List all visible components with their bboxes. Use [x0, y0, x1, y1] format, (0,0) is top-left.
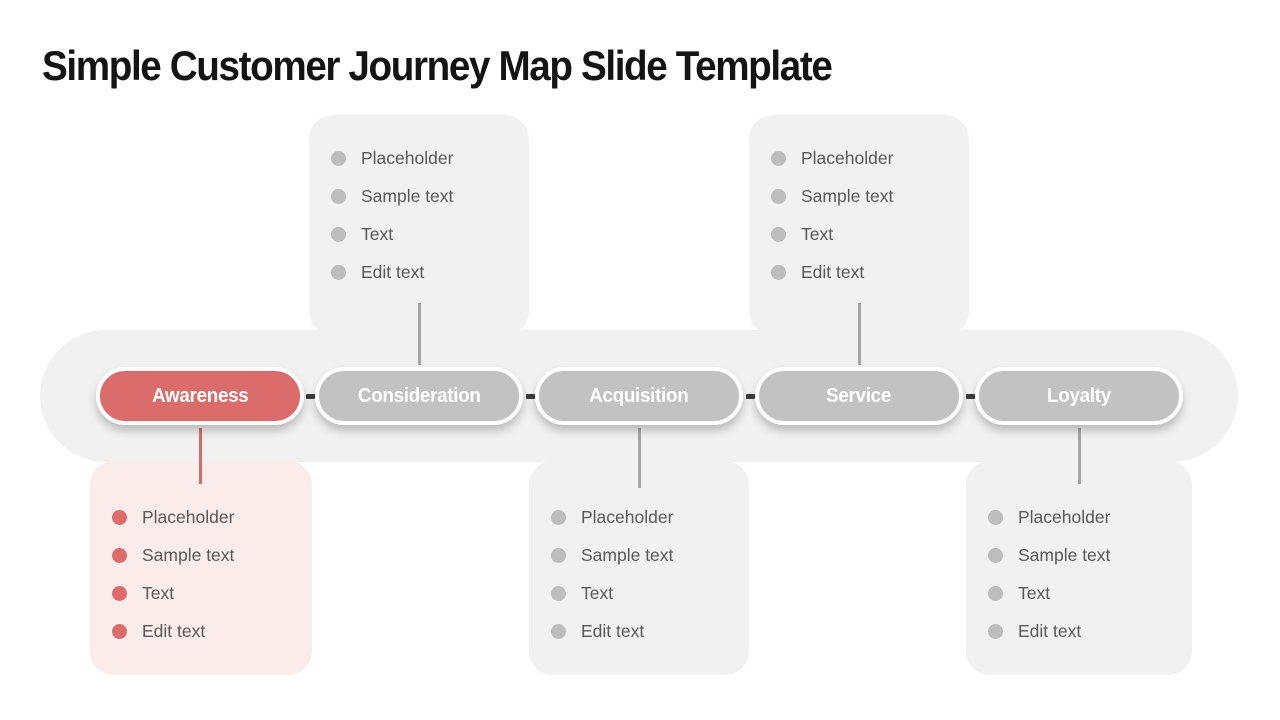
stage-pill-loyalty[interactable]: Loyalty — [975, 367, 1183, 425]
list-item: Edit text — [551, 612, 749, 650]
list-item: Text — [551, 574, 749, 612]
list-item-label: Text — [361, 223, 394, 244]
list-item-label: Text — [801, 223, 834, 244]
bullet-dot-icon — [551, 509, 566, 525]
panel-acquisition: Placeholder Sample text Text Edit text — [529, 461, 749, 675]
list-item-label: Edit text — [801, 261, 865, 282]
dash-connector-icon — [966, 394, 975, 399]
dash-connector-icon — [526, 394, 535, 399]
list-item-label: Placeholder — [142, 506, 235, 527]
bullet-dot-icon — [771, 150, 786, 166]
connector-awareness — [199, 428, 202, 484]
list-item-label: Sample text — [581, 544, 674, 565]
bullet-dot-icon — [551, 585, 566, 601]
list-item: Sample text — [112, 536, 312, 574]
bullet-dot-icon — [112, 585, 127, 601]
panel-loyalty: Placeholder Sample text Text Edit text — [966, 461, 1192, 675]
stage-pill-label: Service — [826, 384, 892, 407]
list-item: Sample text — [331, 177, 529, 215]
list-item: Text — [988, 574, 1192, 612]
bullet-dot-icon — [988, 509, 1003, 525]
list-item: Placeholder — [331, 139, 529, 177]
bullet-dot-icon — [112, 509, 127, 525]
list-item: Sample text — [988, 536, 1192, 574]
bullet-dot-icon — [112, 547, 127, 563]
list-item: Text — [771, 215, 969, 253]
connector-consideration — [418, 303, 421, 365]
dash-connector-icon — [306, 394, 315, 399]
bullet-dot-icon — [988, 585, 1003, 601]
bullet-dot-icon — [771, 226, 786, 242]
list-item-label: Text — [581, 582, 614, 603]
panel-service-list: Placeholder Sample text Text Edit text — [749, 115, 969, 291]
list-item: Sample text — [551, 536, 749, 574]
stage-pill-awareness[interactable]: Awareness — [96, 367, 304, 425]
bullet-dot-icon — [771, 188, 786, 204]
list-item-label: Edit text — [142, 620, 206, 641]
panel-loyalty-list: Placeholder Sample text Text Edit text — [966, 461, 1192, 650]
bullet-dot-icon — [331, 188, 346, 204]
list-item: Edit text — [771, 253, 969, 291]
dash-connector-icon — [746, 394, 755, 399]
panel-acquisition-list: Placeholder Sample text Text Edit text — [529, 461, 749, 650]
bullet-dot-icon — [988, 623, 1003, 639]
stage-pill-label: Consideration — [357, 384, 481, 407]
list-item-label: Text — [142, 582, 175, 603]
bullet-dot-icon — [771, 264, 786, 280]
list-item: Placeholder — [771, 139, 969, 177]
panel-consideration-list: Placeholder Sample text Text Edit text — [309, 115, 529, 291]
list-item-label: Sample text — [142, 544, 235, 565]
stage-pill-acquisition[interactable]: Acquisition — [535, 367, 743, 425]
bullet-dot-icon — [112, 623, 127, 639]
panel-consideration: Placeholder Sample text Text Edit text — [309, 115, 529, 335]
page-title: Simple Customer Journey Map Slide Templa… — [42, 42, 833, 89]
list-item: Placeholder — [988, 498, 1192, 536]
list-item: Text — [112, 574, 312, 612]
stage-pill-label: Awareness — [151, 384, 249, 407]
panel-awareness-list: Placeholder Sample text Text Edit text — [90, 461, 312, 650]
bullet-dot-icon — [551, 623, 566, 639]
stage-pill-label: Acquisition — [589, 384, 689, 407]
list-item: Placeholder — [551, 498, 749, 536]
connector-loyalty — [1078, 428, 1081, 484]
list-item-label: Placeholder — [361, 147, 454, 168]
stage-pill-label: Loyalty — [1047, 384, 1111, 407]
list-item: Placeholder — [112, 498, 312, 536]
list-item-label: Placeholder — [581, 506, 674, 527]
stage-pill-service[interactable]: Service — [755, 367, 963, 425]
list-item-label: Text — [1018, 582, 1051, 603]
list-item: Edit text — [331, 253, 529, 291]
list-item: Edit text — [112, 612, 312, 650]
list-item-label: Sample text — [361, 185, 454, 206]
list-item-label: Placeholder — [1018, 506, 1111, 527]
list-item-label: Sample text — [801, 185, 894, 206]
list-item: Edit text — [988, 612, 1192, 650]
list-item: Sample text — [771, 177, 969, 215]
bullet-dot-icon — [988, 547, 1003, 563]
bullet-dot-icon — [331, 264, 346, 280]
list-item-label: Sample text — [1018, 544, 1111, 565]
bullet-dot-icon — [551, 547, 566, 563]
stage-pill-consideration[interactable]: Consideration — [315, 367, 523, 425]
list-item: Text — [331, 215, 529, 253]
bullet-dot-icon — [331, 150, 346, 166]
panel-awareness: Placeholder Sample text Text Edit text — [90, 461, 312, 675]
connector-service — [858, 303, 861, 365]
list-item-label: Edit text — [581, 620, 645, 641]
list-item-label: Edit text — [1018, 620, 1082, 641]
panel-service: Placeholder Sample text Text Edit text — [749, 115, 969, 335]
connector-acquisition — [638, 428, 641, 488]
list-item-label: Edit text — [361, 261, 425, 282]
bullet-dot-icon — [331, 226, 346, 242]
list-item-label: Placeholder — [801, 147, 894, 168]
